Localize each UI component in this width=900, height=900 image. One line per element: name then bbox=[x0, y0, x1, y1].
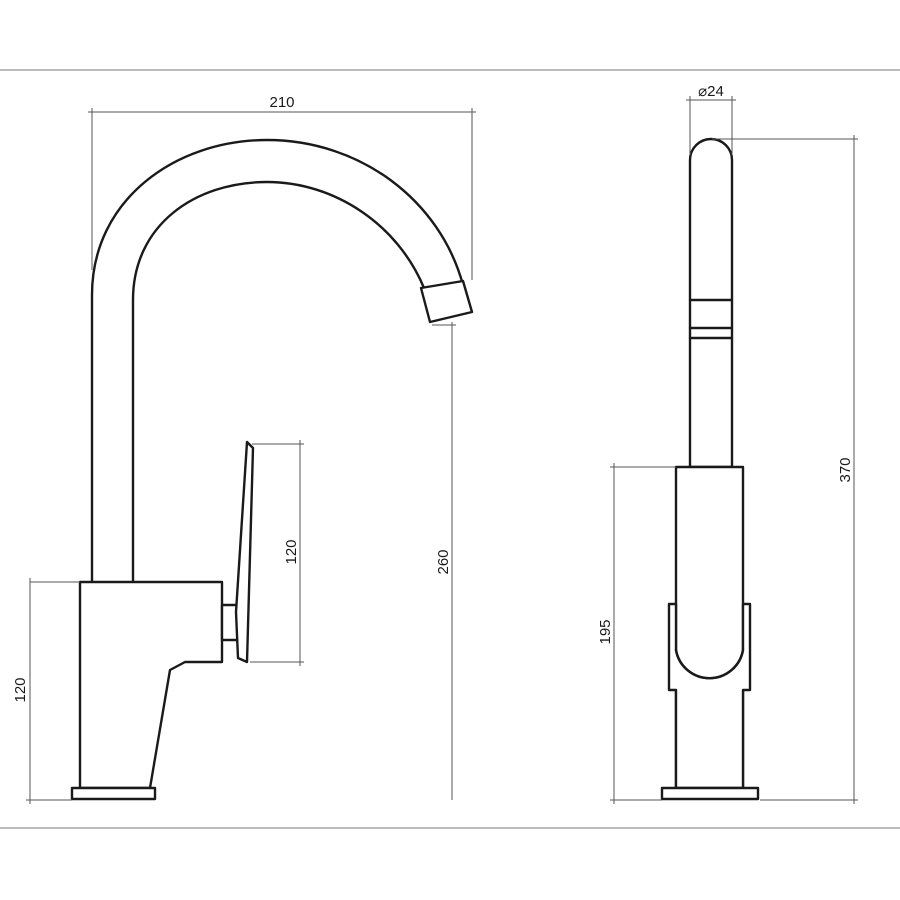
side-view: ⌀24 370 195 bbox=[597, 83, 858, 804]
spout-aerator bbox=[419, 279, 474, 324]
dimension-width-label: 210 bbox=[269, 94, 294, 111]
dimension-total-height: 370 bbox=[712, 135, 858, 804]
front-view: 210 260 120 120 bbox=[12, 94, 476, 804]
dimension-diameter: ⌀24 bbox=[686, 83, 736, 155]
dimension-side-body-height: 195 bbox=[597, 463, 676, 804]
lever-handle bbox=[234, 440, 255, 664]
dimension-total-height-label: 370 bbox=[837, 457, 854, 482]
side-spout-pipe bbox=[688, 137, 734, 469]
dimension-width: 210 bbox=[88, 94, 476, 280]
side-handle-curve bbox=[674, 648, 745, 680]
dimension-body-height: 120 bbox=[12, 578, 80, 804]
spout-outer-edge bbox=[90, 138, 465, 584]
dimension-handle-height-label: 120 bbox=[283, 539, 300, 564]
dimension-spout-height: 260 bbox=[432, 322, 456, 800]
front-base-plate bbox=[70, 786, 157, 801]
faucet-body bbox=[78, 580, 224, 790]
spout-inner-edge bbox=[131, 180, 426, 584]
dimension-spout-height-label: 260 bbox=[435, 549, 452, 574]
dimension-handle-height: 120 bbox=[250, 440, 304, 666]
dimension-diameter-label: ⌀24 bbox=[698, 83, 724, 100]
dimension-side-body-height-label: 195 bbox=[597, 619, 614, 644]
side-base-plate bbox=[660, 786, 760, 801]
dimension-body-height-label: 120 bbox=[12, 677, 29, 702]
